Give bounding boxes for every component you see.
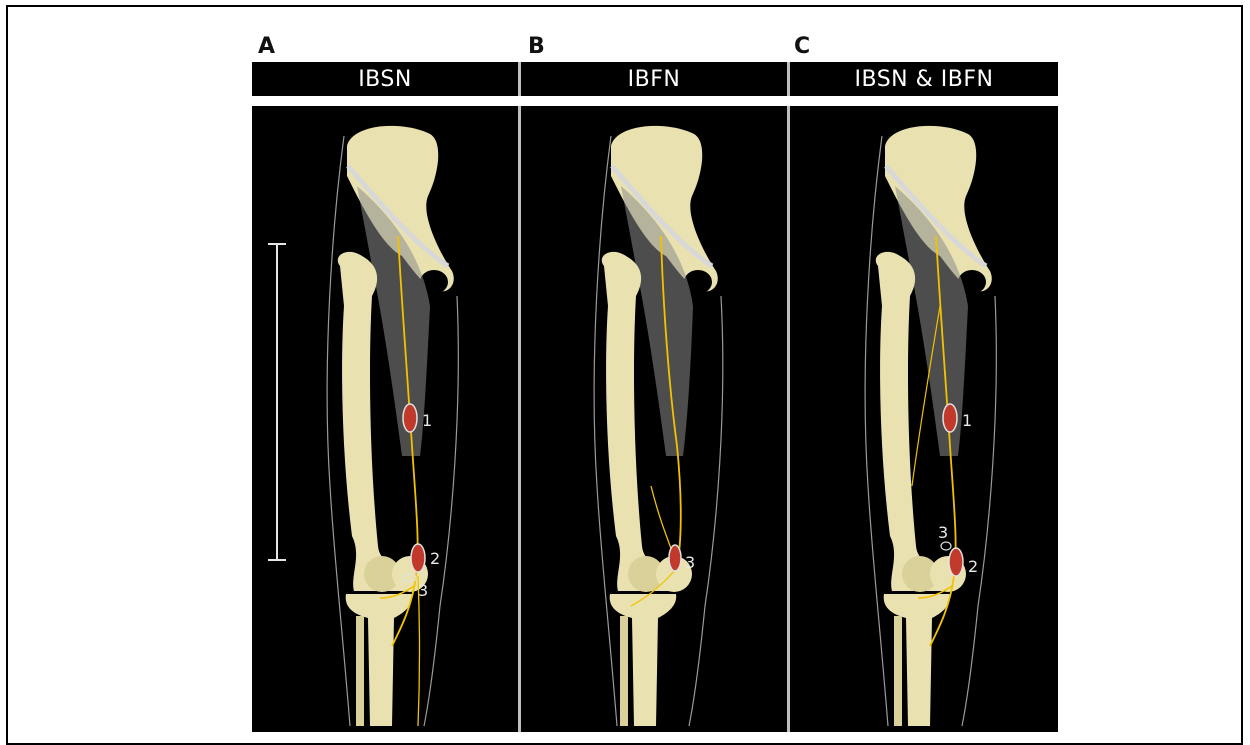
marker-3: 3 <box>938 523 951 550</box>
panel-a-illustration: 1 2 3 <box>252 106 518 732</box>
panel-b-letter: B <box>528 34 545 59</box>
scale-bar <box>268 244 286 560</box>
panel-c-illustration: 1 3 2 <box>790 106 1058 732</box>
svg-text:2: 2 <box>968 557 978 576</box>
svg-text:3: 3 <box>418 581 428 600</box>
header-divider <box>252 96 1058 106</box>
svg-text:1: 1 <box>962 411 972 430</box>
svg-text:1: 1 <box>422 411 432 430</box>
svg-text:2: 2 <box>430 549 440 568</box>
svg-text:3: 3 <box>938 523 948 542</box>
panel-a-letter: A <box>258 34 275 59</box>
panel-b-title: IBFN <box>521 62 787 96</box>
panel-b-illustration: 3 <box>521 106 787 732</box>
panel-c-letter: C <box>794 34 810 59</box>
panel-c-title: IBSN & IBFN <box>790 62 1058 96</box>
panel-separator <box>787 62 790 732</box>
panel-a-title: IBSN <box>252 62 518 96</box>
svg-text:3: 3 <box>685 553 695 572</box>
panel-separator <box>518 62 521 732</box>
